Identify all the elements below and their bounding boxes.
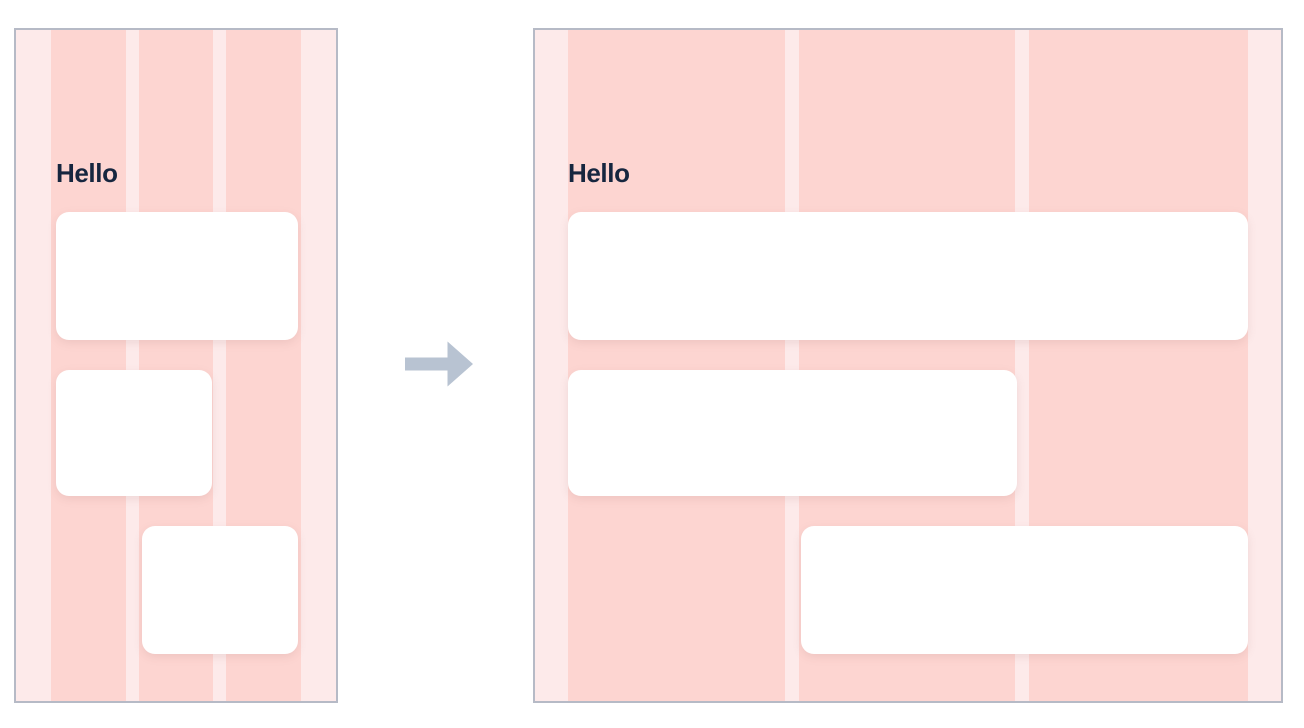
page-title: Hello [568,158,630,188]
card-two[interactable] [56,370,212,496]
card-one[interactable] [568,212,1248,340]
card-one[interactable] [56,212,298,340]
arrow-right-icon [405,338,473,390]
wide-panel-content: Hello [535,30,1281,701]
card-two[interactable] [568,370,1017,496]
card-three[interactable] [142,526,298,654]
wide-viewport-panel: Hello [533,28,1283,703]
page-title: Hello [56,158,118,188]
narrow-panel-content: Hello [16,30,336,701]
narrow-viewport-panel: Hello [14,28,338,703]
card-three[interactable] [801,526,1248,654]
